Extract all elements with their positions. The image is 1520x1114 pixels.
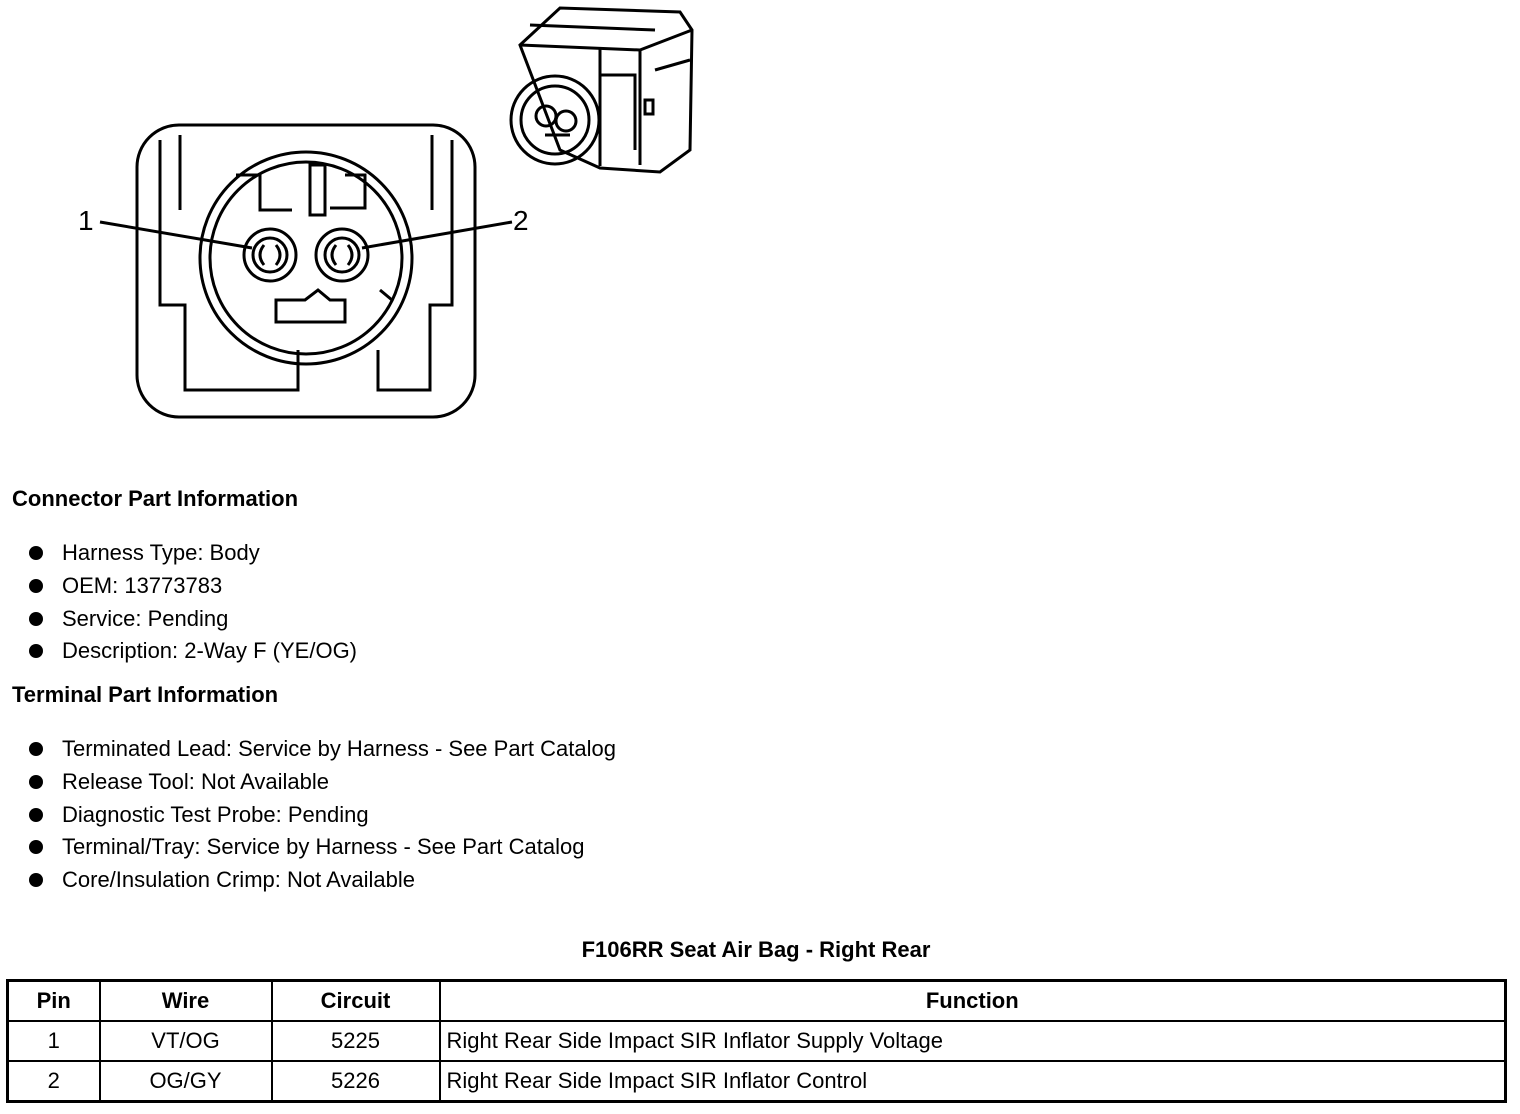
bullet-icon [29, 873, 43, 888]
cell-circuit: 5225 [270, 1020, 441, 1062]
list-item: Description: 2-Way F (YE/OG) [0, 635, 357, 668]
header-pin: Pin [6, 979, 101, 1022]
terminal-info-title: Terminal Part Information [12, 682, 279, 707]
bullet-icon [29, 742, 43, 756]
list-item: Release Tool: Not Available [0, 766, 616, 799]
bullet-icon [29, 774, 43, 789]
pin1-leader-line [99, 220, 253, 250]
cell-wire: OG/GY [98, 1060, 273, 1103]
pin-1-label: 1 [78, 205, 94, 236]
pin2-leader-line [361, 220, 513, 250]
list-item: Terminated Lead: Service by Harness - Se… [0, 733, 616, 766]
table-header-row: Pin Wire Circuit Function [6, 979, 1507, 1022]
connector-info-title: Connector Part Information [12, 486, 299, 511]
terminal-info-list: Terminated Lead: Service by Harness - Se… [0, 733, 616, 897]
header-wire: Wire [98, 979, 273, 1022]
table-row: 1 VT/OG 5225 Right Rear Side Impact SIR … [6, 1020, 1507, 1062]
pin-table: Pin Wire Circuit Function 1 VT/OG 5225 R… [6, 979, 1507, 1103]
cell-wire: VT/OG [98, 1020, 273, 1062]
bullet-icon [29, 840, 43, 855]
bullet-icon [29, 578, 43, 593]
connector-3d-view [509, 6, 694, 174]
bullet-icon [29, 644, 43, 659]
bullet-icon [29, 807, 43, 822]
cell-function: Right Rear Side Impact SIR Inflator Supp… [438, 1020, 1507, 1062]
pin-2-label: 2 [513, 205, 529, 236]
cell-function: Right Rear Side Impact SIR Inflator Cont… [438, 1060, 1507, 1103]
table-row: 2 OG/GY 5226 Right Rear Side Impact SIR … [6, 1060, 1507, 1103]
list-item: Harness Type: Body [0, 537, 357, 570]
list-item: Service: Pending [0, 603, 357, 636]
list-item: OEM: 13773783 [0, 570, 357, 603]
header-function: Function [438, 979, 1507, 1022]
connector-info-list: Harness Type: Body OEM: 13773783 Service… [0, 537, 357, 668]
bullet-icon [29, 611, 43, 626]
cell-pin: 1 [6, 1020, 101, 1062]
bullet-icon [29, 546, 43, 560]
list-item: Diagnostic Test Probe: Pending [0, 799, 616, 832]
pin-table-title: F106RR Seat Air Bag - Right Rear [581, 937, 931, 962]
connector-diagram [99, 6, 694, 419]
list-item: Terminal/Tray: Service by Harness - See … [0, 831, 616, 864]
cell-pin: 2 [6, 1060, 101, 1103]
list-item: Core/Insulation Crimp: Not Available [0, 864, 616, 897]
connector-face-view [135, 123, 477, 419]
cell-circuit: 5226 [270, 1060, 441, 1103]
header-circuit: Circuit [270, 979, 441, 1022]
